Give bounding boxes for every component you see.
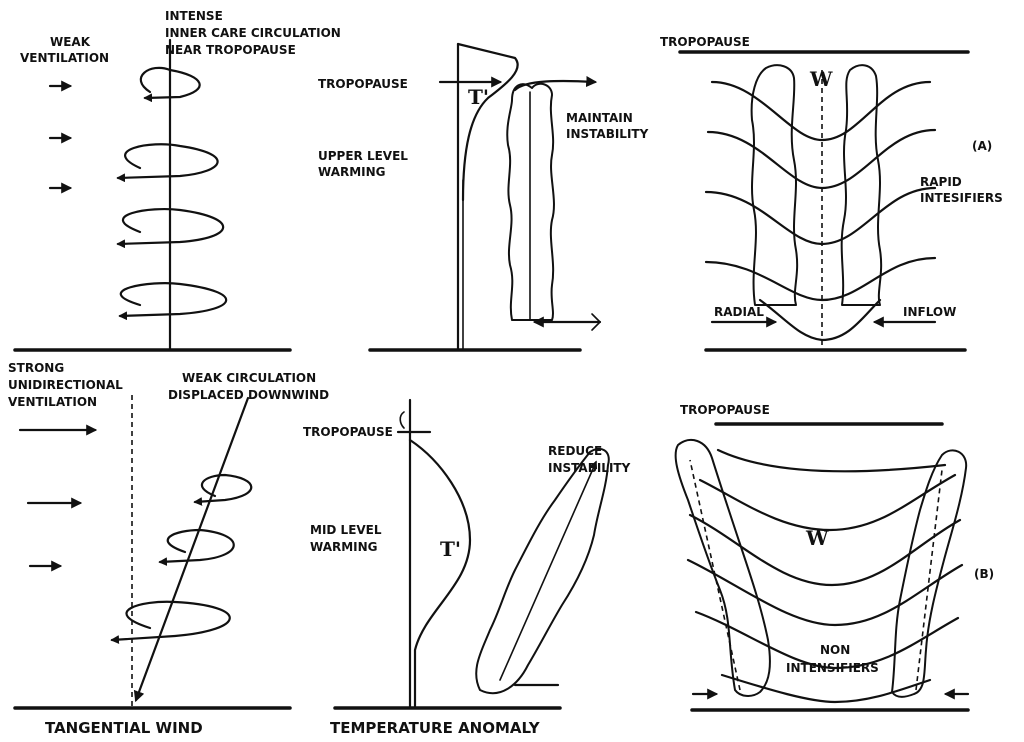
non-intensifiers-label: NON [820,643,850,657]
panel-tag: (A) [972,139,992,153]
inflow-label: INFLOW [903,305,956,319]
strong-ventilation-label: VENTILATION [8,395,97,409]
rapid-intensifiers-label: RAPID [920,175,962,189]
weak-circulation-label: DISPLACED DOWNWIND [168,388,329,402]
tropopause-label: TROPOPAUSE [303,425,393,439]
strong-ventilation-label: STRONG [8,361,64,375]
tropopause-label: TROPOPAUSE [660,35,750,49]
temperature-anomaly-curve [410,440,470,708]
isentrope-curve [718,450,945,471]
strong-ventilation-label: UNIDIRECTIONAL [8,378,123,392]
temperature-anomaly-caption: TEMPERATURE ANOMALY [330,719,541,737]
mid-level-warming-label: MID LEVEL [310,523,382,537]
non-intensifiers-label: INTENSIFIERS [786,661,879,675]
panel-tag: (B) [974,567,994,581]
warm-core-label: W [809,67,833,91]
eyewall-cloud-left [676,440,770,696]
weak-ventilation-label: WEAK [50,35,91,49]
tropopause-label: TROPOPAUSE [680,403,770,417]
isentrope-curve [688,560,962,625]
circulation-loop [118,144,218,178]
intense-circulation-label: NEAR TROPOPAUSE [165,43,296,57]
reduce-instability-label: REDUCE [548,444,602,458]
panel-a-temperature: TROPOPAUSE T' UPPER LEVEL WARMING MAINTA… [318,44,649,350]
upper-level-warming-label: UPPER LEVEL [318,149,408,163]
intense-circulation-label: INNER CARE CIRCULATION [165,26,341,40]
isentrope-curve [706,188,935,244]
circulation-loop [120,283,226,316]
circulation-loop [195,475,251,502]
eyewall-cloud-left [752,65,798,305]
tropopause-marker [400,412,404,428]
intense-circulation-label: INTENSE [165,9,223,23]
panel-b-cross-section: TROPOPAUSE W (B) NON INTENSIFIERS [676,403,995,710]
rapid-intensifiers-label: INTESIFIERS [920,191,1003,205]
panel-b-temperature: TROPOPAUSE T' MID LEVEL WARMING REDUCE I… [303,400,631,737]
warm-core-label: W [805,526,829,550]
weak-circulation-label: WEAK CIRCULATION [182,371,316,385]
panel-a-cross-section: TROPOPAUSE W (A) RAPID INTESIFIERS RADIA… [660,35,1003,350]
isentrope-curve [722,675,930,702]
isentrope-curve [706,258,935,300]
isentrope-curve [696,612,958,668]
eyewall-cloud-right [842,65,881,305]
tangential-wind-caption: TANGENTIAL WIND [45,719,203,737]
t-prime-symbol: T' [440,537,461,561]
tropopause-label: TROPOPAUSE [318,77,408,91]
mid-level-warming-label: WARMING [310,540,378,554]
radial-label: RADIAL [714,305,764,319]
panel-b-wind: STRONG UNIDIRECTIONAL VENTILATION WEAK C… [8,361,329,737]
panel-a-wind: WEAK VENTILATION INTENSE INNER CARE CIRC… [15,9,341,350]
reduce-instability-label: INSTABILITY [548,461,631,475]
t-prime-symbol: T' [468,85,489,109]
maintain-instability-label: INSTABILITY [566,127,649,141]
convective-cloud [476,449,609,693]
weak-ventilation-label: VENTILATION [20,51,109,65]
maintain-instability-label: MAINTAIN [566,111,633,125]
upper-level-warming-label: WARMING [318,165,386,179]
